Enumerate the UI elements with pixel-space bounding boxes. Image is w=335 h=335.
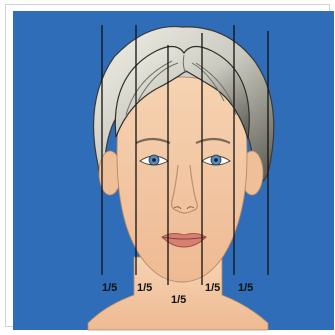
fifth-label-1: 1/5 [102,282,117,294]
face-proportion-illustration: 1/5 1/5 1/5 1/5 1/5 [6,5,335,335]
fifth-label-5: 1/5 [238,282,253,294]
right-pupil [214,158,218,162]
illustration-frame: 1/5 1/5 1/5 1/5 1/5 [5,4,330,327]
fifth-label-4: 1/5 [205,282,220,294]
left-pupil [152,158,156,162]
fifth-label-2: 1/5 [137,282,152,294]
fifth-label-3: 1/5 [171,294,186,306]
